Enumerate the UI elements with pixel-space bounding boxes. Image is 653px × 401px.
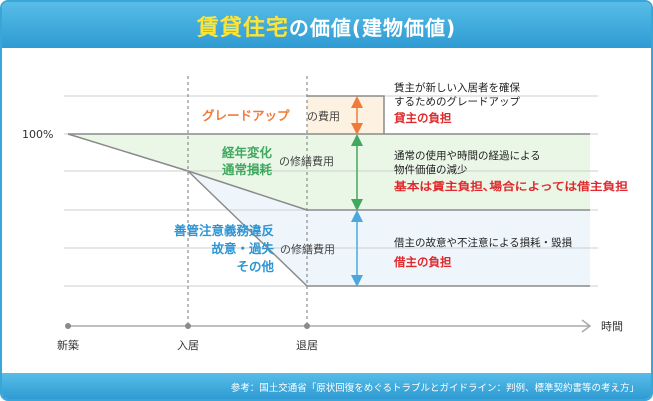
x-tick-dot	[304, 323, 310, 329]
footer-bar	[2, 373, 651, 399]
y-label: 100%	[22, 128, 53, 141]
title-highlight: 賃貸住宅	[196, 16, 289, 41]
x-tick-label: 新築	[57, 338, 79, 352]
damage-region	[188, 171, 590, 286]
x-axis-label: 時間	[601, 320, 623, 333]
chart-title: 賃貸住宅の価値(建物価値)	[2, 10, 651, 42]
aging-region	[68, 134, 590, 210]
damage-line	[187, 170, 308, 287]
aging-burden: 基本は賃主負担､場合によっては借主負担	[393, 179, 628, 193]
aging-label: 通常損耗	[222, 162, 273, 177]
damage-label: 善管注意義務違反	[174, 223, 275, 238]
upgrade-burden: 貸主の負担	[393, 111, 452, 125]
x-axis-arrow	[581, 319, 592, 333]
aging-label: 経年変化	[222, 145, 273, 160]
x-tick-label: 入居	[177, 339, 199, 352]
x-tick-dot	[65, 323, 71, 329]
damage-burden: 借主の負担	[393, 255, 452, 269]
damage-label: 故意・過失	[211, 241, 274, 256]
upgrade-region	[307, 96, 384, 134]
title-bar	[2, 2, 651, 48]
source-note: 参考：国土交通省「原状回復をめぐるトラブルとガイドライン：判例、標準契約書等の考…	[230, 383, 639, 394]
damage-suffix: の修繕費用	[280, 242, 335, 256]
upgrade-label: グレードアップ	[202, 108, 290, 123]
aging-desc: 通常の使用や時間の経過による	[394, 149, 541, 162]
damage-desc: 借主の故意や不注意による損耗・毀損	[394, 236, 573, 249]
upgrade-desc: 賃主が新しい入居者を確保	[394, 81, 520, 94]
upgrade-suffix: の費用	[307, 109, 340, 123]
aging-suffix: の修繕費用	[279, 154, 334, 168]
x-tick-label: 退居	[296, 339, 318, 352]
upgrade-outline	[307, 95, 385, 134]
aging-desc: 物件価値の減少	[394, 163, 468, 176]
damage-label: その他	[236, 259, 274, 274]
upgrade-desc: するためのグレードアップ	[394, 95, 520, 108]
title-rest: の価値(建物価値)	[288, 16, 457, 40]
x-tick-dot	[185, 323, 191, 329]
